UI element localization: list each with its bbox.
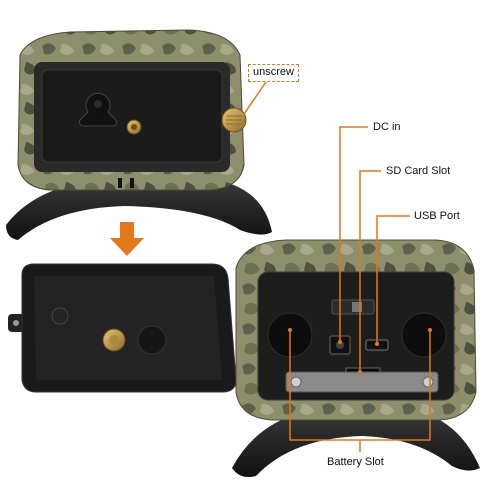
sd-callout-line [359, 170, 381, 372]
latch-slot [118, 178, 122, 188]
unscrew-callout-line [243, 81, 267, 115]
usb-callout-line [376, 215, 410, 344]
battery-compartment [257, 271, 455, 401]
cover-hinge-hole [13, 320, 19, 326]
battery-callout-dot-left [288, 328, 292, 332]
unscrew-label: unscrew [248, 64, 299, 82]
cover-inner-panel [34, 276, 222, 380]
dc-in-callout-dot [338, 340, 342, 344]
dc-in-pin [336, 341, 344, 349]
camera-top-view [6, 29, 272, 240]
cover-seal-mark [51, 307, 69, 325]
sd-callout-dot [358, 370, 362, 374]
cover-screw-center [109, 335, 119, 345]
battery-contact-strip [285, 371, 439, 393]
tripod-socket-hole [131, 124, 137, 130]
usb-port-label: USB Port [414, 210, 460, 222]
sd-card-slot-label: SD Card Slot [386, 165, 451, 177]
usb-callout-dot [375, 342, 379, 346]
mounting-strap [232, 408, 480, 477]
callout-lines [288, 126, 432, 452]
down-arrow-icon [110, 222, 144, 256]
thumb-screw-grip [226, 115, 242, 125]
latch-slot [130, 178, 134, 188]
mode-switch-knob [352, 302, 362, 312]
mounting-strap [6, 178, 272, 240]
battery-callout-dot-right [428, 328, 432, 332]
camera-open-view [232, 239, 480, 477]
keyhole-center [94, 100, 102, 108]
dc-in-callout-line [339, 126, 368, 342]
contact-screw-right [422, 376, 434, 388]
opened-cover [8, 263, 237, 393]
battery-cover [41, 69, 223, 163]
contact-screw-left [290, 376, 302, 388]
battery-well-right [401, 312, 447, 358]
dc-in-label: DC in [373, 121, 401, 133]
battery-slot-label: Battery Slot [327, 456, 384, 468]
keyhole-mount [78, 92, 118, 127]
cover-recess [137, 325, 167, 355]
